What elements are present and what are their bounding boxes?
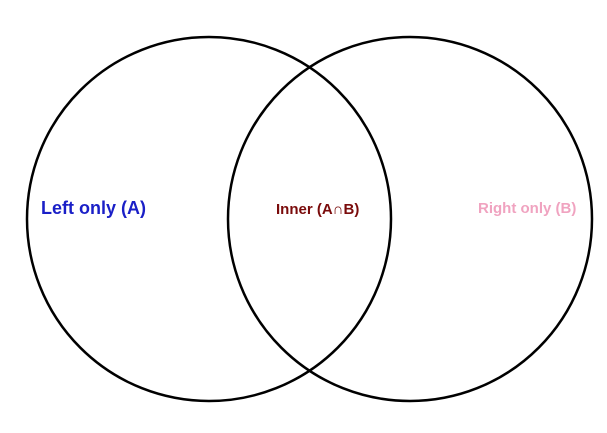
- label-intersection: Inner (A∩B): [276, 201, 359, 218]
- label-left-only: Left only (A): [41, 198, 146, 218]
- circle-a: [25, 35, 393, 403]
- label-right-only: Right only (B): [478, 200, 576, 217]
- circle-b: [226, 35, 594, 403]
